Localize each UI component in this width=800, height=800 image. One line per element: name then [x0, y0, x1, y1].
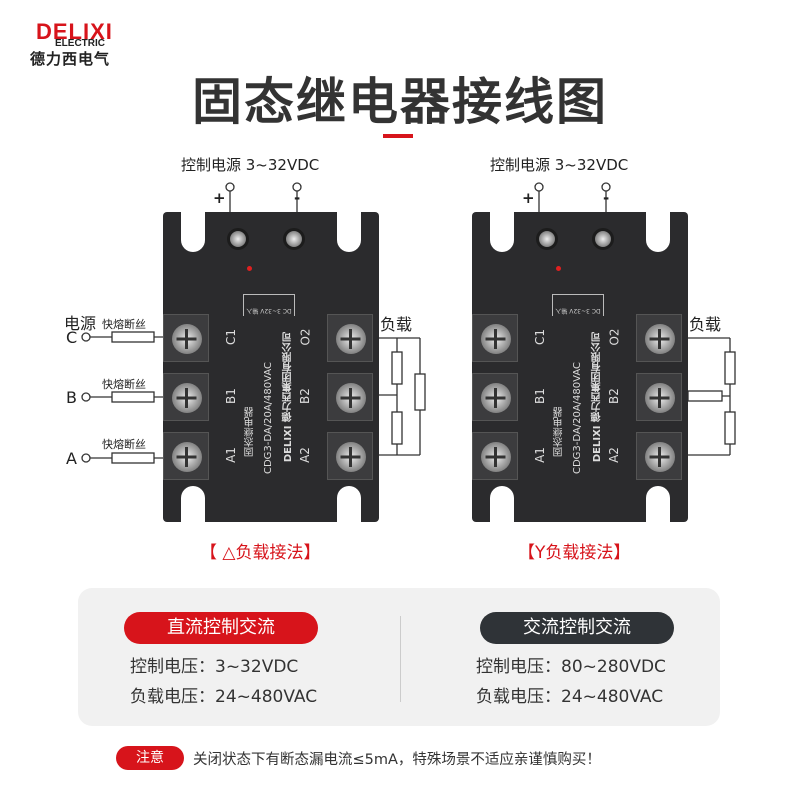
page-title: 固态继电器接线图: [192, 73, 608, 131]
mount-notch: [490, 212, 514, 252]
screw-icon: [481, 324, 511, 354]
minus-label: -: [294, 189, 301, 207]
relay-model: CDG3-DA/20A/480VAC: [572, 362, 583, 475]
terminal-label: B2: [606, 388, 621, 404]
screw-icon: [336, 442, 366, 472]
screw-icon: [336, 383, 366, 413]
title-underline: [383, 134, 413, 138]
control-plus-screw: [536, 228, 558, 250]
control-minus-screw: [592, 228, 614, 250]
spec-panel: [78, 588, 720, 726]
terminal-label: B1: [532, 388, 547, 404]
relay-name: 固态继电器: [554, 407, 565, 457]
output-terminal: [327, 373, 373, 421]
input-terminal: [163, 373, 209, 421]
load-label: 负载: [380, 315, 413, 334]
input-terminal: [472, 314, 518, 362]
load-label: 负载: [689, 315, 722, 334]
minus-label: -: [603, 189, 610, 207]
y-caption: 【Y负载接法】: [518, 543, 631, 563]
terminal-label: A2: [297, 447, 312, 463]
terminal-label: C1: [533, 328, 548, 346]
spec-control-ac: 控制电压：80~280VDC: [476, 657, 666, 677]
screw-icon: [336, 324, 366, 354]
status-led: [556, 266, 561, 271]
brand-logo: DELIXI: [36, 19, 113, 44]
control-minus-screw: [283, 228, 305, 250]
mount-notch: [646, 486, 670, 522]
relay-maker: DELIXI 德力西集团有限公司: [592, 332, 603, 463]
mount-notch: [337, 486, 361, 522]
fuse-label: 快熔断丝: [102, 438, 146, 451]
output-terminal: [327, 314, 373, 362]
terminal-label: O2: [607, 328, 622, 346]
output-terminal: [636, 373, 682, 421]
control-plus-screw: [227, 228, 249, 250]
mount-notch: [646, 212, 670, 252]
status-led: [247, 266, 252, 271]
input-terminal: [472, 373, 518, 421]
note-text: 关闭状态下有断态漏电流≤5mA，特殊场景不适应亲谨慎购买！: [193, 752, 601, 768]
phase-a: A: [66, 449, 77, 468]
supply-label: 控制电源 3~32VDC: [490, 156, 629, 174]
screw-icon: [172, 442, 202, 472]
note-badge: 注意: [116, 746, 184, 770]
spec-title-ac: 交流控制交流: [480, 612, 674, 644]
fuse-label: 快熔断丝: [102, 318, 146, 331]
output-terminal: [327, 432, 373, 480]
mount-notch: [181, 212, 205, 252]
spec-control-dc: 控制电压：3~32VDC: [130, 657, 299, 677]
source-label: 电源: [64, 314, 97, 333]
relay-maker: DELIXI 德力西集团有限公司: [283, 332, 294, 463]
plus-label: +: [213, 189, 226, 207]
terminal-label: B2: [297, 388, 312, 404]
terminal-label: C1: [224, 328, 239, 346]
delta-caption: 【 △负载接法】: [200, 543, 321, 563]
screw-icon: [172, 383, 202, 413]
spec-load-ac: 负载电压：24~480VAC: [476, 687, 664, 707]
mount-notch: [337, 212, 361, 252]
phase-b: B: [66, 388, 77, 407]
input-terminal: [163, 314, 209, 362]
terminal-label: A1: [532, 447, 547, 463]
input-terminal: [163, 432, 209, 480]
brand-cn: 德力西电气: [30, 50, 111, 68]
terminal-label: B1: [223, 388, 238, 404]
divider: [400, 616, 401, 702]
brand-sub: ELECTRIC: [55, 38, 105, 49]
terminal-label: O2: [298, 328, 313, 346]
screw-icon: [645, 442, 675, 472]
fuse-label: 快熔断丝: [102, 378, 146, 391]
input-terminal: [472, 432, 518, 480]
screw-icon: [481, 383, 511, 413]
screw-icon: [645, 324, 675, 354]
input-marking: DC 3~32V 输入: [552, 294, 604, 316]
screw-icon: [172, 324, 202, 354]
input-marking: DC 3~32V 输入: [243, 294, 295, 316]
spec-load-dc: 负载电压：24~480VAC: [130, 687, 318, 707]
output-terminal: [636, 314, 682, 362]
relay-model: CDG3-DA/20A/480VAC: [263, 362, 274, 475]
screw-icon: [645, 383, 675, 413]
terminal-label: A1: [223, 447, 238, 463]
spec-title-dc: 直流控制交流: [124, 612, 318, 644]
plus-label: +: [522, 189, 535, 207]
terminal-label: A2: [606, 447, 621, 463]
output-terminal: [636, 432, 682, 480]
mount-notch: [490, 486, 514, 522]
supply-label: 控制电源 3~32VDC: [181, 156, 320, 174]
mount-notch: [181, 486, 205, 522]
phase-c: C: [66, 328, 78, 347]
screw-icon: [481, 442, 511, 472]
relay-name: 固态继电器: [245, 407, 256, 457]
